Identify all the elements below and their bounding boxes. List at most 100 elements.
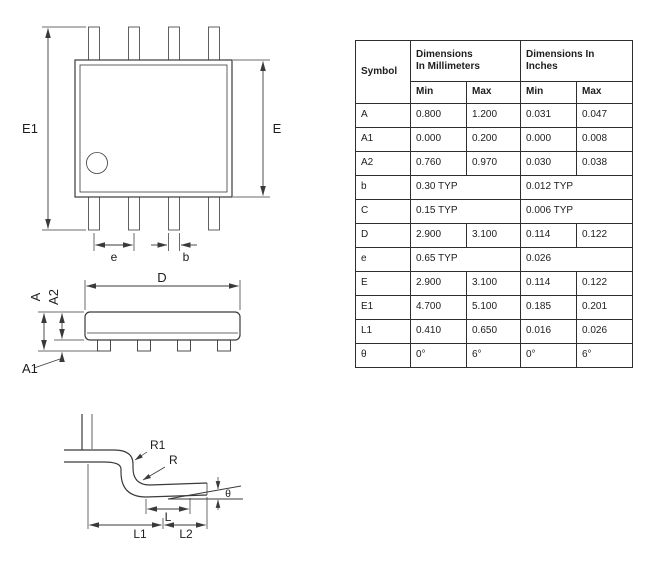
dimensions-table: Symbol Dimensions In Millimeters Dimensi… — [355, 40, 633, 368]
value-cell: 0.114 — [520, 223, 577, 248]
value-cell: 0.201 — [576, 295, 633, 320]
col-header-mm-group: Dimensions In Millimeters — [410, 40, 521, 82]
value-cell: 0.30 TYP — [410, 175, 521, 200]
value-cell: 3.100 — [466, 223, 521, 248]
value-cell: 0.800 — [410, 103, 467, 128]
value-cell: 0.000 — [520, 127, 577, 152]
value-cell: 0.650 — [466, 319, 521, 344]
value-cell: 0.114 — [520, 271, 577, 296]
value-cell: 0.026 — [576, 319, 633, 344]
value-cell: 0.65 TYP — [410, 247, 521, 272]
symbol-cell: b — [355, 175, 411, 200]
dim-label-a2: A2 — [46, 289, 61, 305]
value-cell: 2.900 — [410, 271, 467, 296]
value-cell: 0.15 TYP — [410, 199, 521, 224]
dim-label-r: R — [169, 453, 178, 467]
value-cell: 0.760 — [410, 151, 467, 176]
dimension-d: D — [84, 270, 241, 310]
dimension-a: A — [28, 292, 100, 352]
col-header-in-min: Min — [520, 81, 577, 104]
dim-label-e: E — [273, 121, 282, 136]
symbol-cell: E1 — [355, 295, 411, 320]
symbol-cell: D — [355, 223, 411, 248]
package-pins — [88, 26, 220, 231]
value-cell: 0.122 — [576, 223, 633, 248]
value-cell: 0.185 — [520, 295, 577, 320]
dim-label-l2: L2 — [179, 527, 193, 541]
col-header-in-line2: Inches — [526, 61, 558, 72]
col-header-symbol: Symbol — [355, 40, 411, 104]
col-header-mm-max: Max — [466, 81, 521, 104]
value-cell: 4.700 — [410, 295, 467, 320]
col-header-mm-line1: Dimensions — [416, 48, 473, 60]
value-cell: 0.008 — [576, 127, 633, 152]
value-cell: 6° — [466, 343, 521, 368]
dimension-r1: R1 — [134, 438, 166, 461]
dim-label-d: D — [157, 270, 166, 285]
dim-label-b: b — [183, 250, 190, 264]
dimension-l: L — [145, 498, 191, 524]
value-cell: 0° — [520, 343, 577, 368]
dim-label-r1: R1 — [150, 438, 166, 452]
dimension-e-body: E — [233, 59, 282, 198]
dimension-e1: E1 — [22, 26, 86, 231]
value-cell: 3.100 — [466, 271, 521, 296]
value-cell: 0° — [410, 343, 467, 368]
symbol-cell: e — [355, 247, 411, 272]
dimensions-table-container: Symbol Dimensions In Millimeters Dimensi… — [355, 40, 633, 368]
lead-profile — [64, 414, 208, 498]
symbol-cell: A2 — [355, 151, 411, 176]
symbol-cell: θ — [355, 343, 411, 368]
value-cell: 0.012 TYP — [520, 175, 633, 200]
dim-label-l1: L1 — [133, 527, 147, 541]
dim-label-pitch: e — [111, 250, 118, 264]
dim-label-e1: E1 — [22, 121, 38, 136]
col-header-in-line1: Dimensions In — [526, 48, 595, 60]
dimension-a2: A2 — [46, 289, 84, 341]
symbol-cell: E — [355, 271, 411, 296]
package-body-top — [74, 59, 233, 198]
value-cell: 0.031 — [520, 103, 577, 128]
dimension-b: b — [151, 233, 197, 264]
package-side-view-drawing: D A A2 A1 — [22, 270, 241, 376]
value-cell: 0.016 — [520, 319, 577, 344]
symbol-cell: A1 — [355, 127, 411, 152]
table-header-group-row: Symbol Dimensions In Millimeters Dimensi… — [355, 40, 633, 104]
value-cell: 0.038 — [576, 151, 633, 176]
package-top-view-drawing: E1 E e b — [22, 26, 282, 264]
col-header-mm-line2: In Millimeters — [416, 61, 480, 72]
value-cell: 0.122 — [576, 271, 633, 296]
value-cell: 5.100 — [466, 295, 521, 320]
value-cell: 0.030 — [520, 151, 577, 176]
dim-label-theta: θ — [225, 488, 231, 500]
col-header-in-group: Dimensions In Inches — [520, 40, 633, 82]
value-cell: 0.410 — [410, 319, 467, 344]
value-cell: 2.900 — [410, 223, 467, 248]
dimension-r: R — [142, 453, 178, 481]
col-header-mm-min: Min — [410, 81, 467, 104]
dim-label-a1: A1 — [22, 361, 38, 376]
value-cell: 0.000 — [410, 127, 467, 152]
symbol-cell: C — [355, 199, 411, 224]
dimension-l1-l2: L1 L2 — [87, 464, 208, 541]
dimension-theta: θ — [167, 477, 243, 510]
lead-detail-drawing: R1 R θ L L1 L2 — [64, 414, 243, 541]
dimension-a1: A1 — [22, 352, 65, 376]
value-cell: 0.047 — [576, 103, 633, 128]
value-cell: 6° — [576, 343, 633, 368]
value-cell: 0.026 — [520, 247, 633, 272]
symbol-cell: L1 — [355, 319, 411, 344]
value-cell: 0.006 TYP — [520, 199, 633, 224]
